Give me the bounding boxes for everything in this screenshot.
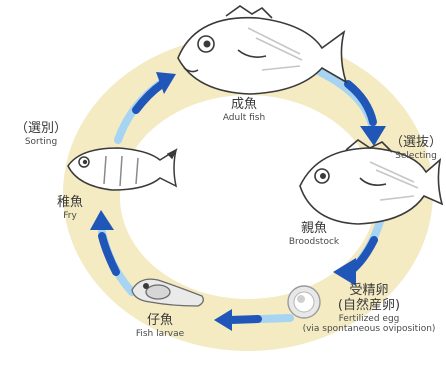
fry-label: 稚魚 Fry	[42, 196, 98, 221]
fertilized-egg-jp-note: (自然産卵)	[294, 299, 444, 314]
fry-en: Fry	[42, 211, 98, 221]
adult-fish-en: Adult fish	[208, 113, 280, 123]
fish-larvae-jp: 仔魚	[120, 314, 200, 329]
fertilized-egg-en-note: (via spontaneous oviposition)	[294, 324, 444, 334]
fish-larvae-en: Fish larvae	[120, 329, 200, 339]
selecting-jp: （選抜）	[386, 136, 446, 151]
sorting-jp: （選別）	[6, 122, 76, 137]
broodstock-label: 親魚 Broodstock	[278, 222, 350, 247]
sorting-en: Sorting	[6, 137, 76, 147]
fry-jp: 稚魚	[42, 196, 98, 211]
fertilized-egg-label: 受精卵 (自然産卵) Fertilized egg (via spontaneo…	[294, 284, 444, 335]
sorting-label: （選別） Sorting	[6, 122, 76, 147]
fertilized-egg-en: Fertilized egg	[294, 314, 444, 324]
adult-fish-label: 成魚 Adult fish	[208, 98, 280, 123]
broodstock-en: Broodstock	[278, 237, 350, 247]
fish-larvae-label: 仔魚 Fish larvae	[120, 314, 200, 339]
broodstock-jp: 親魚	[278, 222, 350, 237]
adult-fish-jp: 成魚	[208, 98, 280, 113]
selecting-label: （選抜） Selecting	[386, 136, 446, 161]
selecting-en: Selecting	[386, 151, 446, 161]
fertilized-egg-jp: 受精卵	[294, 284, 444, 299]
